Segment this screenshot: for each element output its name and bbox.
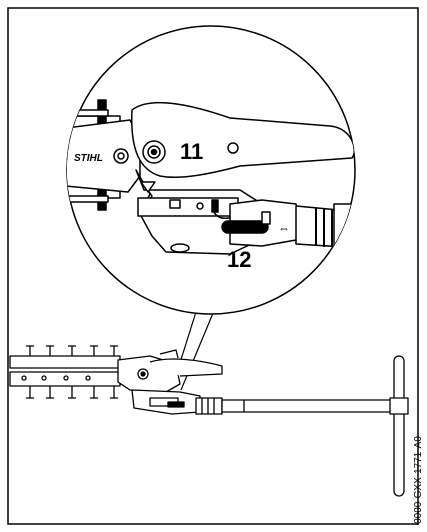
hedge-trimmer-overview (9, 345, 409, 497)
zoom-detail (67, 99, 355, 255)
callout-12: 12 (227, 247, 251, 272)
callout-11: 11 (180, 139, 203, 164)
slide-arrow-symbol: ⇔ (278, 221, 290, 235)
stihl-logo: STIHL (74, 153, 103, 164)
reference-code: 0000-GXX-1771-A0 (413, 436, 424, 524)
